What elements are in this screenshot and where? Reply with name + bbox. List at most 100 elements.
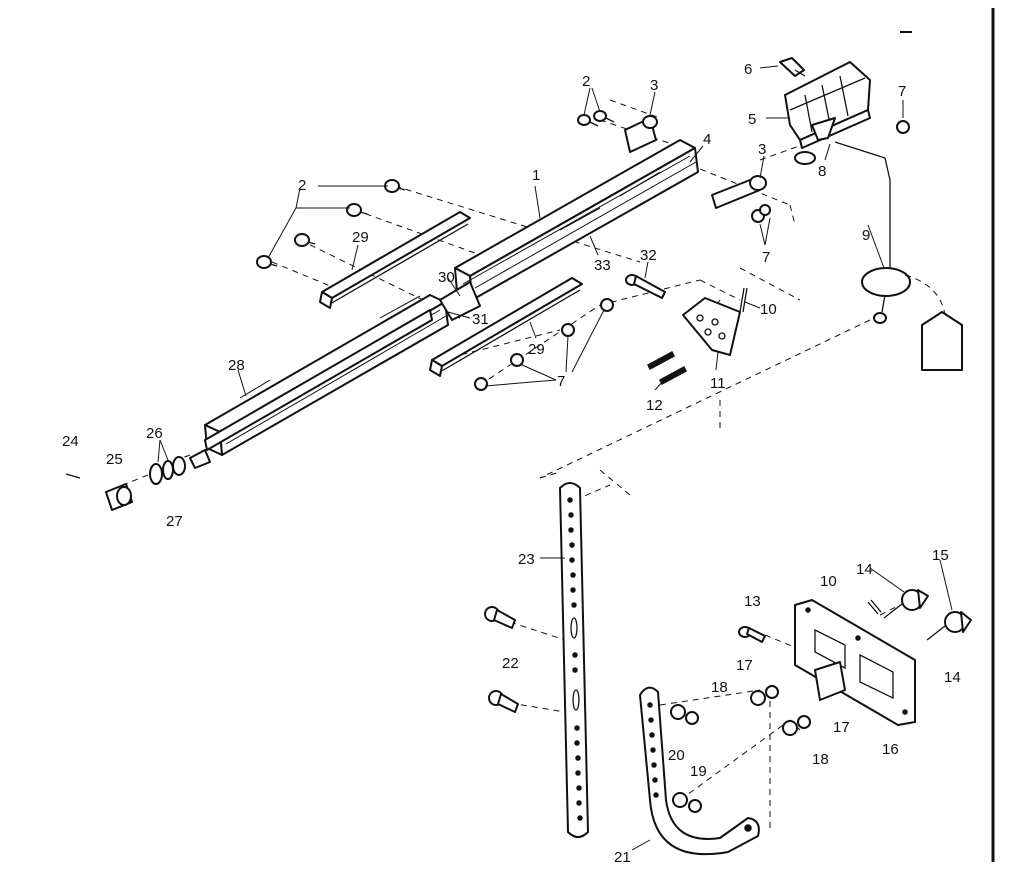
callout-21: 21 [614, 849, 631, 866]
bolt-icon [256, 255, 278, 269]
callout-17-lower: 17 [833, 719, 850, 736]
washer-icon [162, 460, 174, 480]
callout-6: 6 [744, 61, 752, 78]
callout-28: 28 [228, 357, 245, 374]
arm-hardware [670, 685, 811, 813]
callout-18-upper: 18 [711, 679, 728, 696]
callout-23: 23 [518, 551, 535, 568]
callout-20: 20 [668, 747, 685, 764]
nut-icon [765, 685, 779, 699]
pin-icon [65, 473, 81, 479]
rail-section-rear [439, 139, 699, 321]
callout-labels: 1 2 2 3 3 4 5 6 7 7 7 8 9 10 10 11 12 13… [62, 61, 961, 866]
bolt-icon [779, 57, 806, 77]
callout-13: 13 [744, 593, 761, 610]
rail-brace-lower [429, 277, 583, 377]
callout-27: 27 [166, 513, 183, 530]
rail-section-front [189, 294, 449, 469]
arm-bolts-22 [484, 606, 519, 713]
rail-brace-upper [319, 211, 471, 309]
cotter-pin [739, 287, 748, 313]
callout-7-bracket: 7 [762, 249, 770, 266]
callout-16: 16 [882, 741, 899, 758]
rail-bolts [256, 179, 406, 269]
nut-icon [600, 298, 614, 312]
callout-31: 31 [472, 311, 489, 328]
knob-icon [883, 589, 929, 619]
callout-1: 1 [532, 167, 540, 184]
callout-24: 24 [62, 433, 79, 450]
bolt-icon [484, 606, 516, 629]
bolt-icon [738, 626, 766, 643]
bolt-icon [346, 203, 368, 217]
hex-nuts-7 [474, 120, 910, 391]
pulley-icon [105, 483, 133, 511]
cotter-pin [867, 599, 882, 615]
callout-10-lower: 10 [820, 573, 837, 590]
nut-icon [474, 377, 488, 391]
front-end-parts [65, 456, 186, 511]
bolt-icon [488, 690, 519, 713]
nut-icon [688, 799, 702, 813]
callout-5: 5 [748, 111, 756, 128]
callout-29-upper: 29 [352, 229, 369, 246]
callout-19: 19 [690, 763, 707, 780]
callout-9: 9 [862, 227, 870, 244]
callout-10-upper: 10 [760, 301, 777, 318]
callout-7-trolley: 7 [898, 83, 906, 100]
nut-icon [797, 715, 811, 729]
bolt-icon [294, 233, 316, 247]
callout-leader-lines [157, 65, 953, 851]
callout-33: 33 [594, 257, 611, 274]
callout-29-lower: 29 [528, 341, 545, 358]
callout-11: 11 [710, 375, 726, 392]
callout-25: 25 [106, 451, 123, 468]
screw-icon [647, 350, 675, 371]
nut-icon [561, 323, 575, 337]
callout-7-rail: 7 [557, 373, 565, 390]
callout-30: 30 [438, 269, 455, 286]
washer-icon [670, 704, 686, 720]
callout-12: 12 [646, 397, 663, 414]
washer-icon [782, 720, 798, 736]
callout-2-bracket: 2 [582, 73, 590, 90]
washer-icon [750, 690, 766, 706]
mounting-plate-11 [682, 297, 741, 356]
door-bracket-16 [794, 599, 916, 726]
callout-32: 32 [640, 247, 657, 264]
curved-door-arm [639, 686, 760, 856]
washer-icon [172, 456, 186, 476]
callout-14-right: 14 [944, 669, 961, 686]
bracket-bolts [577, 110, 615, 127]
straight-door-arm [559, 482, 589, 838]
callout-17-upper: 17 [736, 657, 753, 674]
knob-icon [926, 611, 972, 641]
nut-icon [896, 120, 910, 134]
bracket-3-upper [624, 115, 658, 153]
screw-icon [659, 365, 687, 386]
bolt-icon [593, 110, 615, 123]
callout-15: 15 [932, 547, 949, 564]
callout-4: 4 [703, 131, 711, 148]
callout-18-lower: 18 [812, 751, 829, 768]
callout-3-upper: 3 [650, 77, 658, 94]
bracket-3-right [711, 175, 767, 209]
release-rope-handle [834, 141, 946, 324]
callout-14-upper: 14 [856, 561, 873, 578]
assembly-guide-lines [109, 99, 946, 830]
warning-tag [921, 311, 963, 371]
screws-12 [647, 350, 687, 386]
nut-icon [510, 353, 524, 367]
washer-icon [149, 463, 163, 485]
callout-3-right: 3 [758, 141, 766, 158]
bolt-icon [625, 274, 666, 299]
callout-8: 8 [818, 163, 826, 180]
washer-icon [672, 792, 688, 808]
nut-icon [759, 204, 771, 216]
wing-knobs [883, 589, 972, 641]
callout-2-rail: 2 [298, 177, 306, 194]
nut-icon [685, 711, 699, 725]
callout-26: 26 [146, 425, 163, 442]
